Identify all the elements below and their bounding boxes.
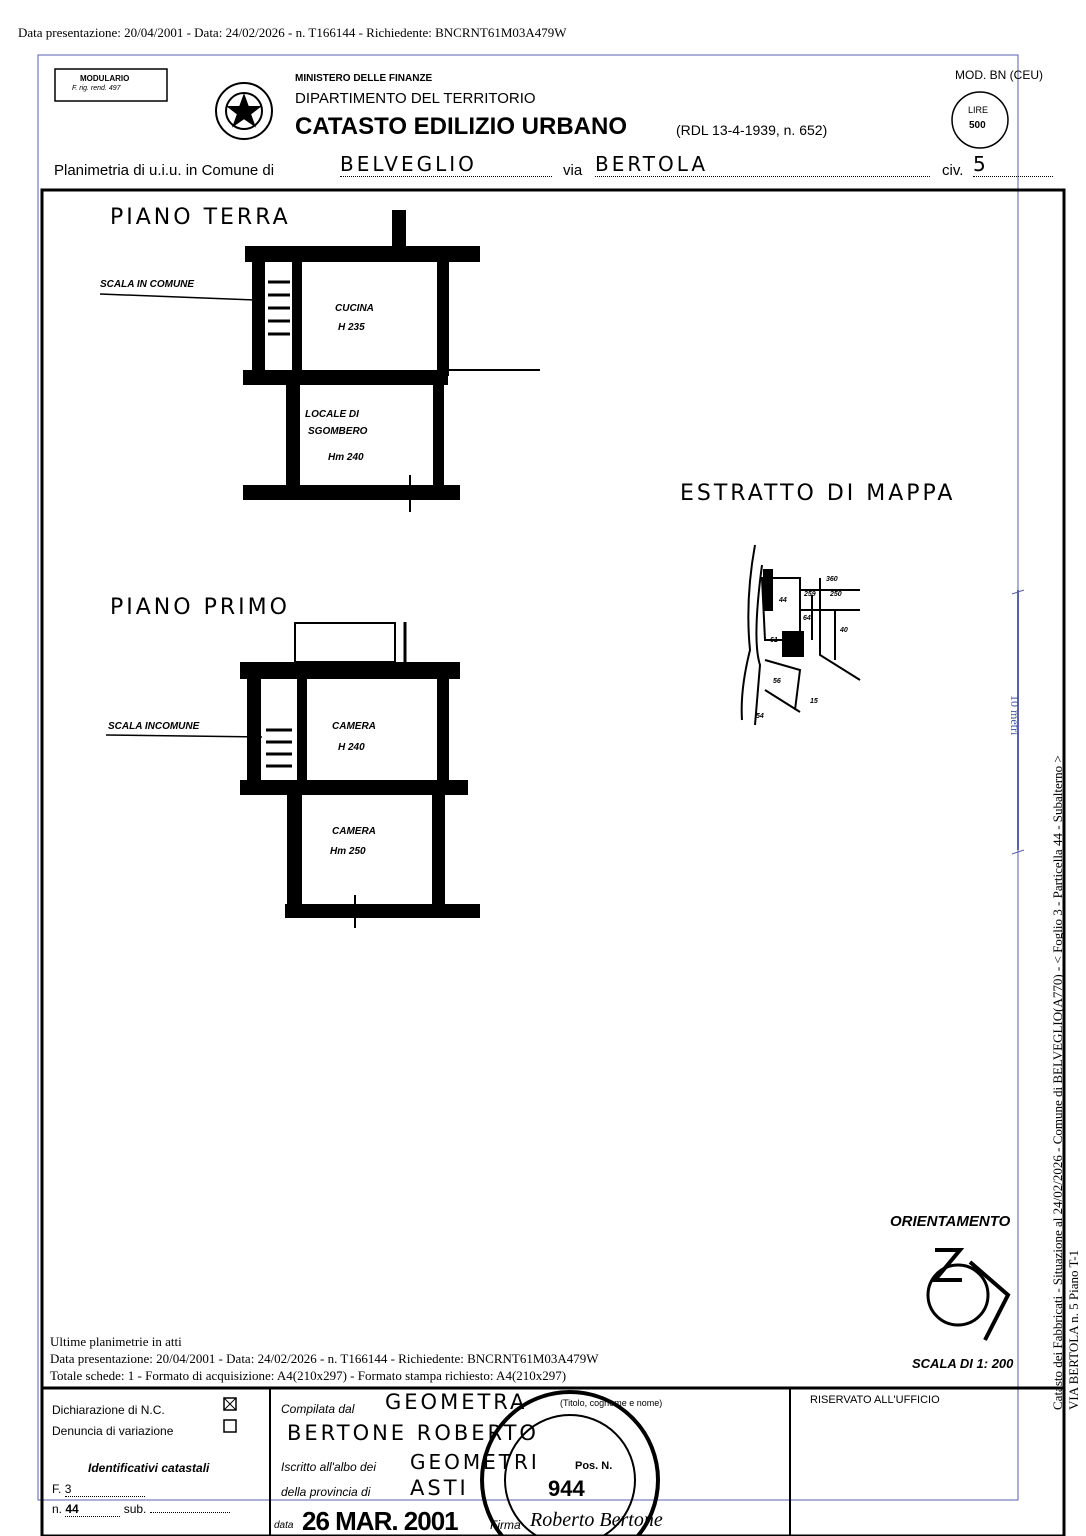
date-stamp: 26 MAR. 2001 [302, 1506, 459, 1536]
room-camera: CAMERA [332, 721, 376, 732]
map-label: 40 [840, 627, 848, 634]
pos-label: Pos. N. [575, 1460, 613, 1472]
map-extract [740, 544, 861, 726]
room-locale-height: Hm 240 [328, 452, 364, 463]
modulario-sub: F. rig. rend. 497 [72, 85, 121, 92]
titolo-value: GEOMETRA [385, 1390, 528, 1414]
overlay-totale: Totale schede: 1 - Formato di acquisizio… [50, 1368, 567, 1383]
north-arrow-icon [926, 1248, 1011, 1341]
compilata-label: Compilata dal [281, 1402, 355, 1416]
orientamento-label: ORIENTAMENTO [890, 1213, 1011, 1230]
comune-value: BELVEGLIO [340, 152, 552, 177]
map-label: 54 [756, 713, 764, 720]
map-label: 15 [810, 698, 818, 705]
map-label: 64 [803, 615, 811, 622]
catasto-title: CATASTO EDILIZIO URBANO [295, 113, 627, 140]
room-locale: LOCALE DI [305, 409, 359, 420]
albo-number: 944 [548, 1476, 585, 1501]
albo-value: GEOMETRI [410, 1450, 540, 1474]
riservato-label: RISERVATO ALL'UFFICIO [810, 1394, 940, 1406]
scale-bar-label: 10 metri [1008, 695, 1022, 736]
nome-value: BERTONE ROBERTO [287, 1421, 539, 1445]
provincia-label: della provincia di [281, 1485, 371, 1499]
scala-comune-label-2: SCALA INCOMUNE [108, 721, 200, 732]
n-label: n. [52, 1502, 63, 1516]
lire-value: 500 [969, 120, 986, 131]
floor-plan-first [105, 622, 480, 928]
civ-label: civ. [942, 162, 964, 179]
signature: Roberto Bertone [530, 1509, 663, 1531]
piano-terra-title: PIANO TERRA [110, 205, 291, 230]
f-value: 3 [64, 1482, 145, 1497]
estratto-title: ESTRATTO DI MAPPA [680, 481, 956, 506]
provincia-value: ASTI [410, 1476, 469, 1500]
map-label: 44 [779, 597, 787, 604]
map-label: 250 [830, 591, 842, 598]
dipartimento: DIPARTIMENTO DEL TERRITORIO [295, 90, 536, 107]
titolo-hint: (Titolo, cognome e nome) [560, 1398, 663, 1408]
firma-label: Firma [490, 1518, 521, 1532]
floor-plan-ground [99, 210, 540, 512]
piano-primo-title: PIANO PRIMO [110, 595, 290, 620]
overlay-side-line-2: VIA BERTOLA n. 5 Piano T-1 [1066, 1249, 1081, 1410]
denuncia-label: Denuncia di variazione [52, 1424, 174, 1438]
modulario: MODULARIO [80, 74, 130, 83]
iscritto-label: Iscritto all'albo dei [281, 1460, 377, 1474]
scala-label: SCALA DI 1: 200 [912, 1356, 1014, 1371]
overlay-bottom-line: Data presentazione: 20/04/2001 - Data: 2… [50, 1351, 599, 1366]
planimetria-label: Planimetria di u.i.u. in Comune di [54, 162, 275, 179]
civ-value: 5 [973, 152, 1053, 177]
via-label: via [563, 162, 583, 179]
room-camera-height: H 240 [338, 742, 365, 753]
lire-label: LIRE [968, 105, 989, 115]
n-value: 44 [65, 1502, 121, 1517]
room-cucina-height: H 235 [338, 322, 365, 333]
overlay-side-line: Catasto dei Fabbricati - Situazione al 2… [1050, 755, 1065, 1410]
overlay-top-line: Data presentazione: 20/04/2001 - Data: 2… [18, 25, 567, 40]
overlay-ultime: Ultime planimetrie in atti [50, 1334, 182, 1349]
overlay-frame [37, 54, 1025, 1501]
italian-republic-emblem [215, 82, 273, 140]
ministero: MINISTERO DELLE FINANZE [295, 73, 433, 84]
room-camera-2-height: Hm 250 [330, 846, 366, 857]
map-label: 61 [770, 637, 778, 644]
sub-label: sub. [123, 1502, 147, 1516]
via-value: BERTOLA [595, 152, 930, 177]
professional-stamp [480, 1390, 660, 1536]
scala-comune-label: SCALA IN COMUNE [100, 279, 195, 290]
f-label: F. [52, 1482, 62, 1496]
dichiarazione-label: Dichiarazione di N.C. [52, 1403, 165, 1417]
map-label: 360 [826, 576, 838, 583]
map-label: 56 [773, 678, 781, 685]
map-label: 259 [804, 591, 816, 598]
room-cucina: CUCINA [335, 303, 374, 314]
identificativi-label: Identificativi catastali [88, 1461, 210, 1475]
mod-code: MOD. BN (CEU) [955, 68, 1043, 82]
room-camera-2: CAMERA [332, 826, 376, 837]
form-border [40, 68, 1066, 1536]
data-label: data [274, 1520, 294, 1531]
room-sgombero: SGOMBERO [308, 426, 368, 437]
rdl: (RDL 13-4-1939, n. 652) [676, 122, 828, 138]
